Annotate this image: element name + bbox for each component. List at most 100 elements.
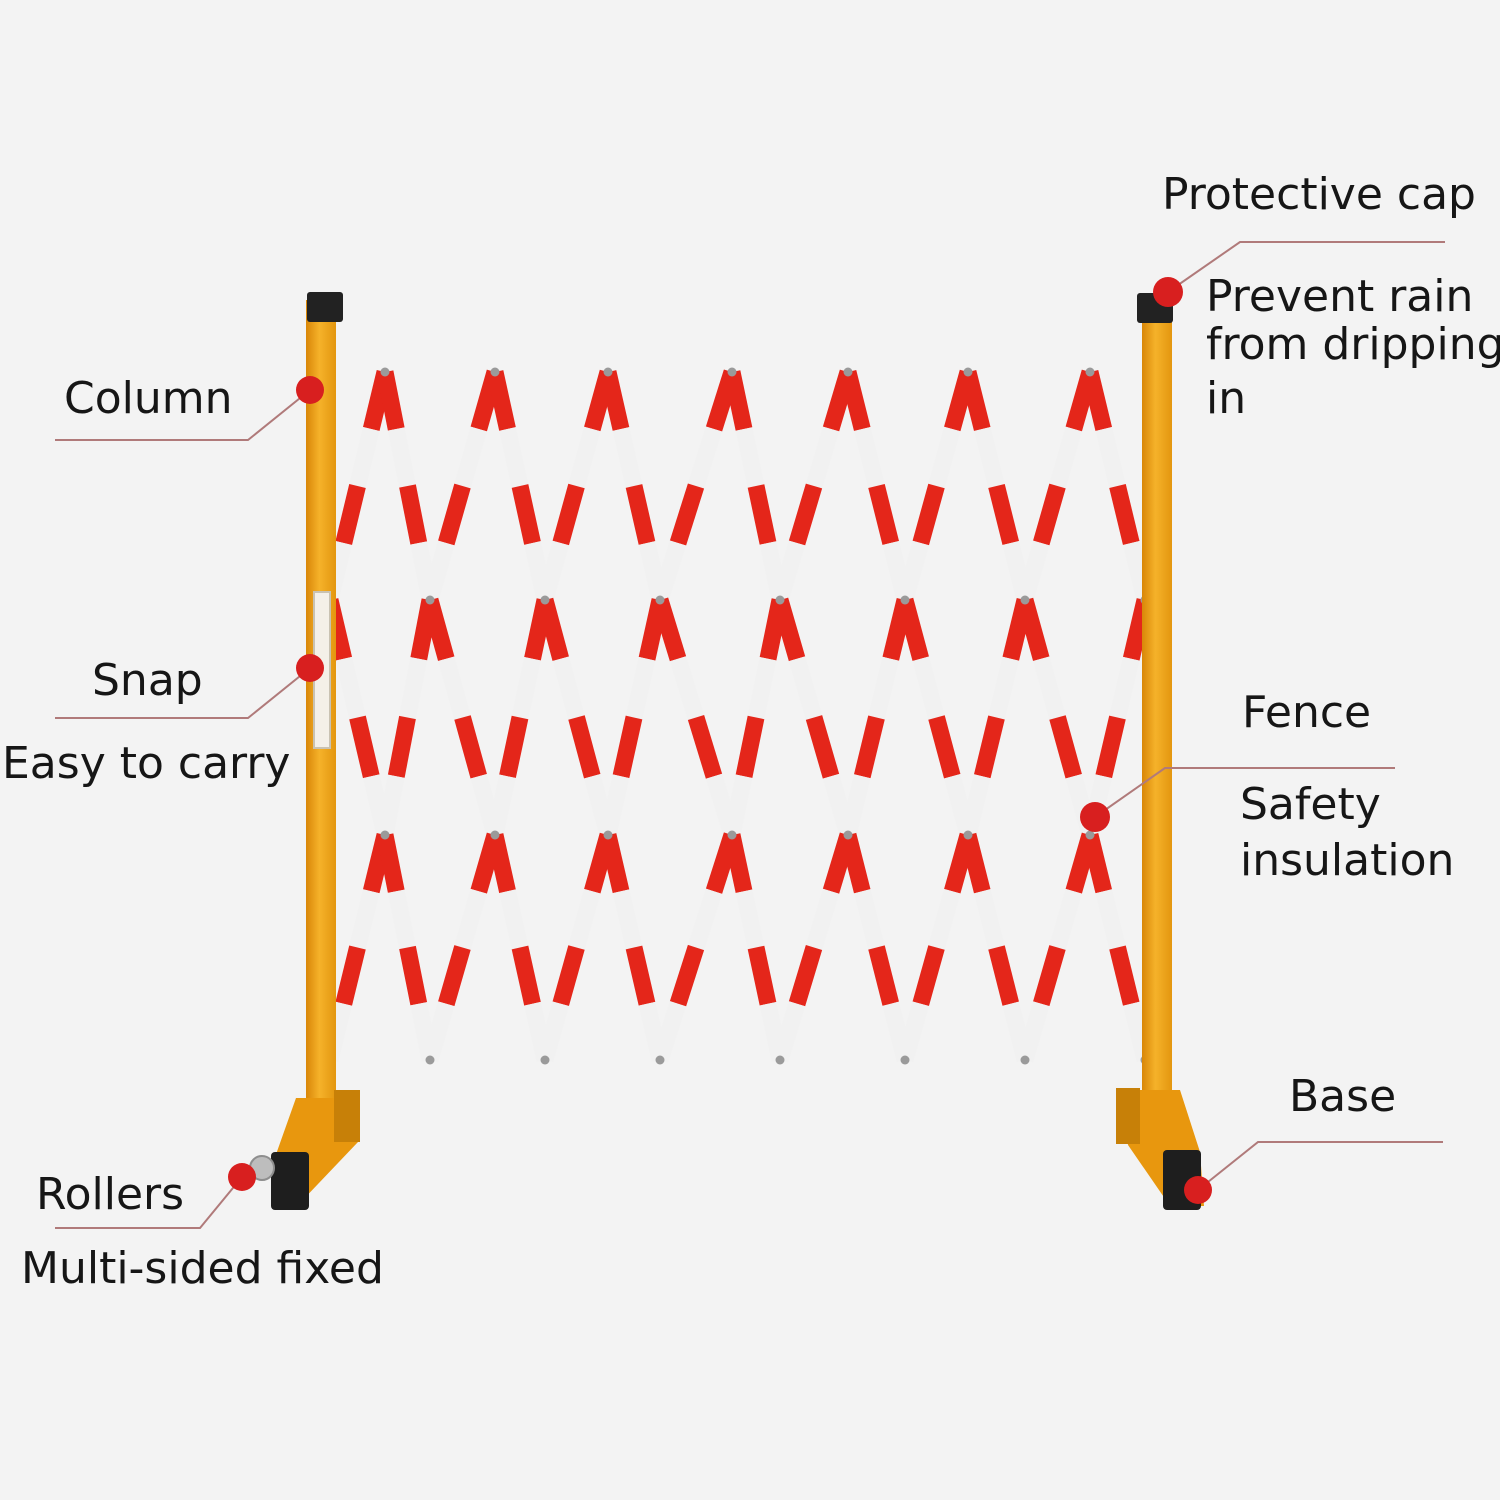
right-column-post (1142, 303, 1172, 1103)
snap-label: Snap (92, 655, 203, 706)
rollers-leader-line (55, 1176, 243, 1229)
fence-hinge-pin (843, 830, 853, 840)
fence-hinge-pin (540, 1055, 550, 1065)
fence-bar (651, 597, 741, 838)
base-label: Base (1289, 1071, 1397, 1122)
protective-cap-description-line-2: from dripping (1206, 319, 1500, 370)
fence-hinge-pin (900, 595, 910, 605)
fence-hinge-pin (1020, 1055, 1030, 1065)
column-label: Column (64, 373, 233, 424)
fence-bar (486, 833, 554, 1062)
fence-bar (376, 370, 439, 602)
fence-bar (896, 597, 977, 838)
fence-bar (723, 833, 789, 1062)
left-base-block (334, 1090, 360, 1142)
fence-bar (486, 370, 554, 602)
fence-bar (1081, 370, 1154, 602)
fence-bar (1016, 369, 1099, 603)
fence-bar (1016, 597, 1099, 838)
fence-hinge-pin (1085, 367, 1095, 377)
protective-cap-description-line-1: Prevent rain (1206, 271, 1474, 322)
fence-hinge-pin (490, 830, 500, 840)
base-leader-line (1197, 1141, 1443, 1191)
fence-bar (321, 598, 394, 837)
fence-bar (599, 598, 669, 837)
rollers-marker (228, 1163, 256, 1191)
right-column (1116, 293, 1204, 1210)
fence-bar (771, 369, 857, 603)
fence-bar (1081, 832, 1154, 1063)
fence-bar (421, 597, 504, 838)
fence-bar (959, 832, 1034, 1063)
expandable-fence-lattice (321, 367, 1154, 1065)
column-marker (296, 376, 324, 404)
fence-hinge-pin (540, 595, 550, 605)
fence-bar (421, 369, 504, 603)
snap-marker (296, 654, 324, 682)
fence-hinge-pin (425, 1055, 435, 1065)
fence-bar (839, 832, 914, 1063)
fence-hinge-pin (380, 830, 390, 840)
snap-leader-line (55, 667, 311, 719)
protective-cap-leader-line (1167, 241, 1445, 293)
snap-description: Easy to carry (2, 738, 291, 789)
fence-bar (536, 832, 617, 1063)
fence-hinge-pin (775, 595, 785, 605)
fence-hinge-pin (655, 1055, 665, 1065)
fence-hinge-pin (963, 830, 973, 840)
fence-bar (599, 370, 669, 602)
fence-bar (376, 598, 439, 837)
fence-hinge-pin (380, 367, 390, 377)
fence-bar (421, 832, 504, 1063)
leader-lines (55, 241, 1445, 1229)
fence-bar (321, 370, 394, 602)
fence-hinge-pin (1020, 595, 1030, 605)
column-leader-line (55, 389, 311, 441)
fence-bar (1081, 598, 1154, 837)
protective-cap-label: Protective cap (1162, 169, 1476, 220)
fence-bar (599, 833, 669, 1062)
fence-hinge-pin (963, 367, 973, 377)
protective-cap-description-line-3: in (1206, 373, 1247, 424)
fence-label: Fence (1242, 687, 1372, 738)
fence-hinge-pin (655, 595, 665, 605)
fence-bar (896, 832, 977, 1063)
fence-hinge-pin (900, 1055, 910, 1065)
left-base-cap (271, 1152, 309, 1210)
fence-hinge-pin (775, 1055, 785, 1065)
fence-hinge-pin (727, 367, 737, 377)
fence-bar (486, 598, 554, 837)
fence-bar (651, 832, 741, 1063)
fence-hinge-pin (490, 367, 500, 377)
fence-description-line-1: Safety (1240, 779, 1381, 830)
fence-bar (959, 369, 1034, 603)
fence-hinge-pin (603, 367, 613, 377)
fence-bar (723, 370, 789, 602)
fence-bar (536, 369, 617, 603)
left-protective-cap (307, 292, 343, 322)
fence-leader-line (1094, 767, 1395, 818)
fence-bar (896, 369, 977, 603)
fence-bar (651, 369, 741, 603)
fence-bar (771, 597, 857, 838)
fence-marker (1080, 802, 1110, 832)
fence-bar (321, 832, 394, 1063)
fence-hinge-pin (603, 830, 613, 840)
protective-cap-marker (1153, 277, 1183, 307)
rollers-label: Rollers (36, 1169, 185, 1220)
fence-bar (771, 832, 857, 1063)
fence-bar (839, 369, 914, 603)
fence-bar (376, 833, 439, 1062)
base-marker (1184, 1176, 1212, 1204)
right-base-block (1116, 1088, 1140, 1144)
fence-bar (839, 597, 914, 838)
fence-description-line-2: insulation (1240, 835, 1455, 886)
fence-hinge-pin (843, 367, 853, 377)
fence-hinge-pin (425, 595, 435, 605)
fence-bar (959, 597, 1034, 838)
fence-bar (536, 597, 617, 838)
rollers-description: Multi-sided fixed (21, 1243, 384, 1294)
fence-hinge-pin (1085, 830, 1095, 840)
fence-hinge-pin (727, 830, 737, 840)
